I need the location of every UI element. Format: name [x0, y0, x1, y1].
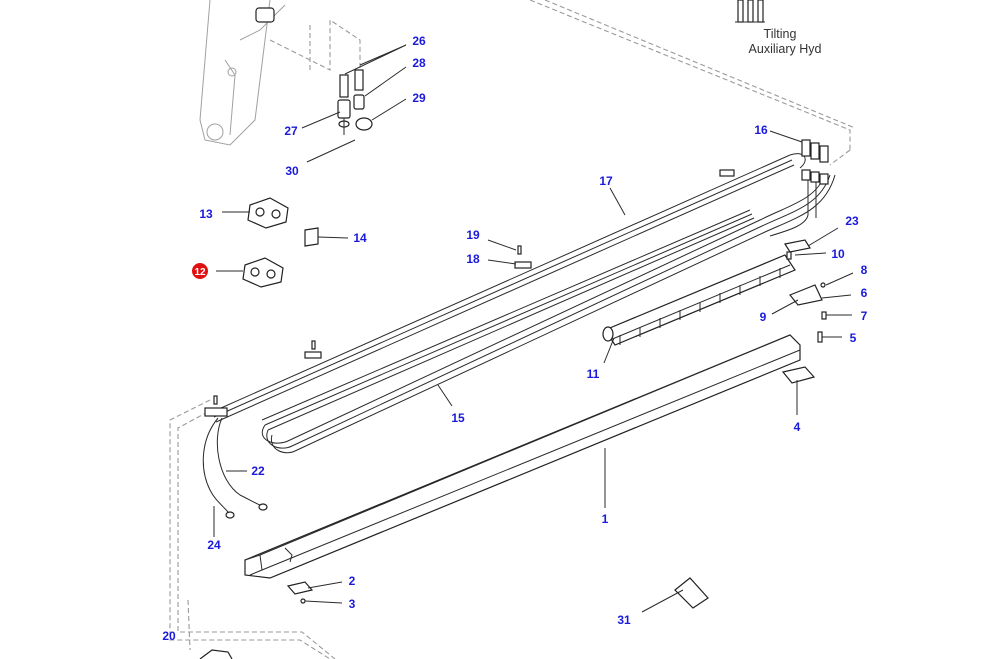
couplers-16 [801, 139, 829, 185]
callout-9[interactable]: 9 [760, 310, 767, 324]
leader-lines [213, 44, 854, 613]
wire-harness [202, 417, 268, 519]
callout-22[interactable]: 22 [251, 464, 265, 478]
valve-fittings [255, 7, 373, 135]
callout-19[interactable]: 19 [466, 228, 480, 242]
callout-10[interactable]: 10 [831, 247, 845, 261]
callout-16[interactable]: 16 [754, 123, 768, 137]
callout-18[interactable]: 18 [466, 252, 480, 266]
callout-24[interactable]: 24 [207, 538, 221, 552]
callout-28[interactable]: 28 [412, 56, 426, 70]
callout-7[interactable]: 7 [861, 309, 868, 323]
hose-bundle-17 [204, 153, 806, 423]
beam-1 [244, 334, 801, 579]
callout-31[interactable]: 31 [617, 613, 631, 627]
callout-14[interactable]: 14 [353, 231, 367, 245]
callout-12-highlight [192, 263, 208, 279]
callout-5[interactable]: 5 [850, 331, 857, 345]
callout-3[interactable]: 3 [349, 597, 356, 611]
callout-26[interactable]: 26 [412, 34, 426, 48]
callout-labels: 26 28 29 27 30 16 17 13 14 23 19 10 18 1… [162, 34, 867, 643]
boom-arm [199, 0, 361, 146]
callout-17[interactable]: 17 [599, 174, 613, 188]
machine-outline [169, 0, 856, 659]
callout-15[interactable]: 15 [451, 411, 465, 425]
part-20 [199, 649, 233, 659]
tag-31 [674, 577, 709, 609]
drag-chain-11 [602, 254, 796, 346]
callout-23[interactable]: 23 [845, 214, 859, 228]
callout-27[interactable]: 27 [284, 124, 298, 138]
hose-bundle-15 [261, 174, 836, 454]
callout-4[interactable]: 4 [794, 420, 801, 434]
callout-30[interactable]: 30 [285, 164, 299, 178]
callout-20[interactable]: 20 [162, 629, 176, 643]
callout-12[interactable]: 12 [194, 267, 206, 278]
caption-line1: Tilting [764, 27, 797, 41]
callout-8[interactable]: 8 [861, 263, 868, 277]
chain-links [242, 197, 319, 288]
callout-13[interactable]: 13 [199, 207, 213, 221]
caption-line2: Auxiliary Hyd [749, 42, 822, 56]
callout-29[interactable]: 29 [412, 91, 426, 105]
callout-11[interactable]: 11 [587, 367, 600, 381]
tilting-aux-fittings [735, 0, 765, 23]
callout-1[interactable]: 1 [602, 512, 609, 526]
pads [286, 366, 816, 604]
callout-2[interactable]: 2 [349, 574, 356, 588]
callout-6[interactable]: 6 [861, 286, 868, 300]
